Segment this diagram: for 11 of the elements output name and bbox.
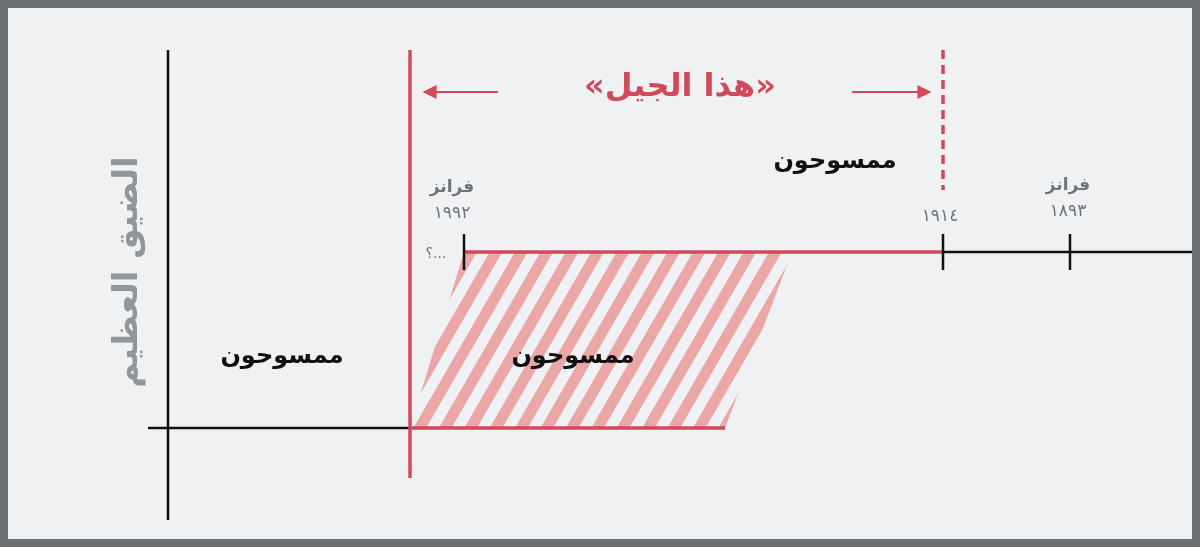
person-name: فرانز (1045, 174, 1091, 194)
axis-title: الضيق العظيم (107, 156, 145, 388)
year-label: ١٩٩٢ (433, 202, 471, 222)
year-label: ...؟ (425, 246, 447, 262)
year-label: ١٨٩٣ (1049, 200, 1087, 220)
group-label: ممسوحون (773, 146, 897, 174)
period-title: «هذا الجيل» (584, 68, 776, 104)
group-label: ممسوحون (220, 341, 344, 369)
year-label: ١٩١٤ (921, 205, 959, 225)
group-label: ممسوحون (511, 341, 635, 369)
person-name: فرانز (429, 176, 475, 196)
